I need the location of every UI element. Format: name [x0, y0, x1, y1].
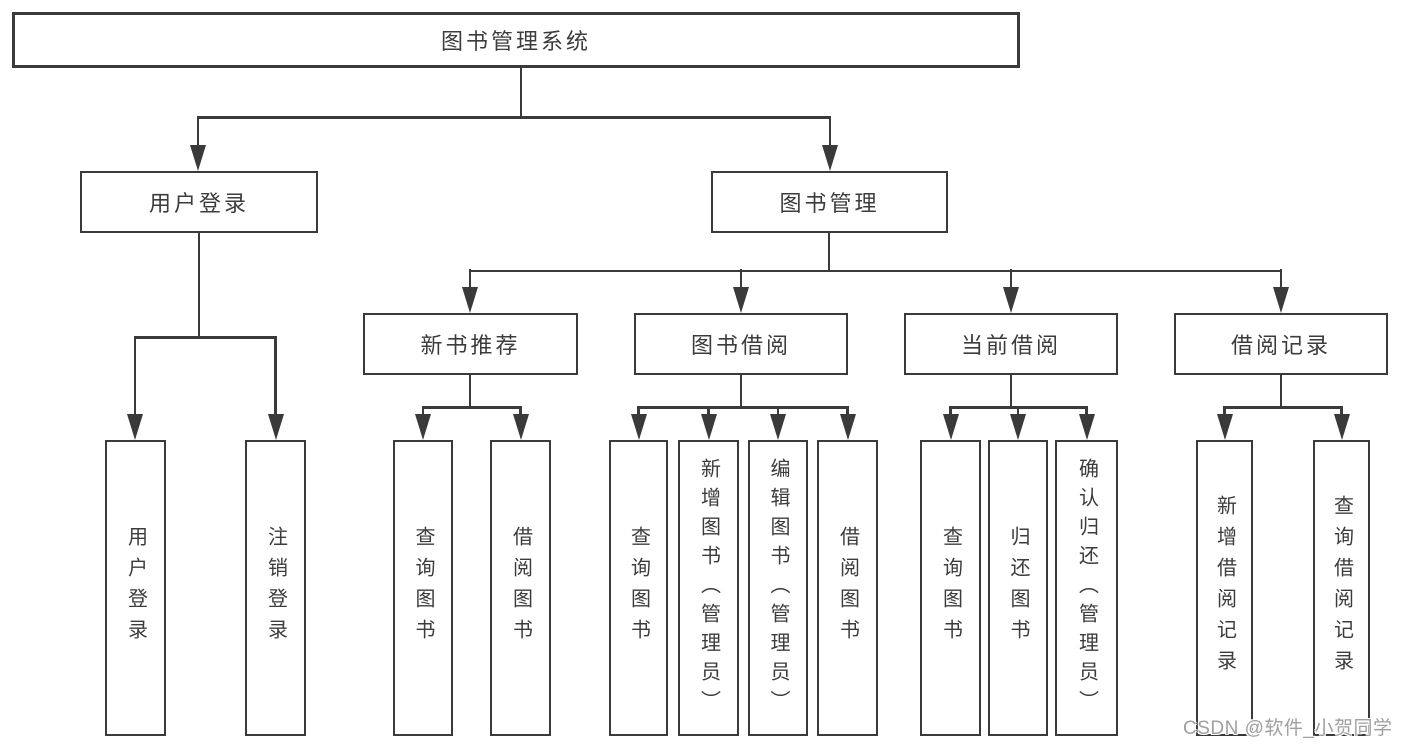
connector-line: [519, 406, 522, 416]
connector-line: [1279, 269, 1283, 288]
leaf-logout: 注销登录: [245, 440, 306, 736]
arrow-down-icon: [267, 414, 284, 440]
node-book-management-label: 图书管理: [779, 191, 880, 216]
node-root-label: 图书管理系统: [440, 29, 591, 54]
arrow-down-icon: [942, 414, 959, 440]
leaf-records-add: 新增借阅记录: [1196, 440, 1253, 736]
node-root: 图书管理系统: [12, 12, 1020, 68]
leaf-borrow-query: 查询图书: [609, 440, 668, 736]
connector-line: [468, 269, 1282, 272]
connector-line: [1223, 406, 1342, 409]
leaf-borrow-borrow: 借阅图书: [817, 440, 878, 736]
connector-line: [739, 374, 743, 408]
node-book-management: 图书管理: [711, 171, 948, 233]
arrow-down-icon: [415, 414, 431, 440]
connector-line: [1009, 374, 1013, 408]
connector-line: [519, 66, 523, 118]
leaf-borrow-edit: 编辑图书（管理员）: [748, 440, 808, 736]
leaf-current-query: 查询图书: [920, 440, 981, 736]
leaf-borrow-edit-label: 编辑图书（管理员）: [767, 457, 789, 719]
connector-line: [196, 116, 200, 147]
leaf-user-login: 用户登录: [105, 440, 166, 736]
arrow-down-icon: [190, 145, 206, 171]
connector-line: [828, 116, 832, 147]
connector-line: [133, 336, 277, 339]
leaf-borrow-add-label: 新增图书（管理员）: [697, 457, 720, 719]
node-book-borrow-label: 图书借阅: [690, 333, 791, 358]
connector-line: [827, 232, 831, 272]
connector-line: [1016, 406, 1020, 416]
arrow-down-icon: [1078, 414, 1095, 440]
connector-line: [846, 406, 849, 416]
node-current-borrow: 当前借阅: [904, 313, 1118, 375]
connector-line: [196, 116, 831, 119]
leaf-current-return: 归还图书: [988, 440, 1048, 736]
leaf-user-login-label: 用户登录: [124, 526, 147, 650]
leaf-current-confirm: 确认归还（管理员）: [1055, 440, 1118, 736]
connector-line: [1085, 406, 1088, 416]
node-book-borrow: 图书借阅: [634, 313, 848, 375]
arrow-down-icon: [1003, 287, 1019, 313]
connector-line: [133, 336, 137, 416]
connector-line: [739, 269, 743, 288]
arrow-down-icon: [127, 414, 143, 440]
arrow-down-icon: [733, 287, 749, 313]
leaf-borrow-borrow-label: 借阅图书: [836, 526, 859, 650]
node-user-login: 用户登录: [80, 171, 318, 233]
arrow-down-icon: [822, 145, 838, 171]
leaf-records-query: 查询借阅记录: [1313, 440, 1370, 736]
connector-line: [421, 406, 522, 409]
arrow-down-icon: [512, 414, 529, 440]
connector-line: [949, 406, 952, 416]
arrow-down-icon: [1216, 414, 1233, 440]
leaf-newbook-query-label: 查询图书: [412, 526, 434, 650]
leaf-newbook-borrow-label: 借阅图书: [509, 526, 532, 650]
connector-line: [468, 374, 472, 408]
connector-line: [1223, 406, 1226, 416]
arrow-down-icon: [700, 414, 717, 440]
connector-line: [274, 336, 277, 416]
connector-line: [421, 406, 425, 416]
node-borrow-records: 借阅记录: [1174, 313, 1388, 375]
arrow-down-icon: [1273, 287, 1289, 313]
csdn-watermark: CSDN @软件_小贺同学: [1183, 718, 1393, 739]
connector-line: [1340, 406, 1343, 416]
node-new-book-recommend-label: 新书推荐: [420, 333, 521, 358]
arrow-down-icon: [1333, 414, 1350, 440]
node-user-login-label: 用户登录: [148, 191, 249, 216]
leaf-newbook-query: 查询图书: [393, 440, 453, 736]
arrow-down-icon: [630, 414, 647, 440]
connector-line: [468, 269, 472, 288]
connector-line: [707, 406, 710, 416]
leaf-current-return-label: 归还图书: [1007, 526, 1029, 650]
node-new-book-recommend: 新书推荐: [363, 313, 578, 375]
leaf-borrow-query-label: 查询图书: [627, 526, 650, 650]
leaf-records-query-label: 查询借阅记录: [1330, 495, 1353, 681]
arrow-down-icon: [770, 414, 786, 440]
connector-line: [637, 406, 848, 409]
arrow-down-icon: [839, 414, 856, 440]
leaf-current-confirm-label: 确认归还（管理员）: [1075, 457, 1098, 719]
leaf-logout-label: 注销登录: [264, 526, 287, 650]
leaf-records-add-label: 新增借阅记录: [1213, 495, 1236, 681]
connector-line: [197, 232, 201, 338]
connector-line: [776, 406, 780, 416]
arrow-down-icon: [462, 287, 478, 313]
node-borrow-records-label: 借阅记录: [1230, 333, 1331, 358]
leaf-newbook-borrow: 借阅图书: [490, 440, 551, 736]
arrow-down-icon: [1010, 414, 1026, 440]
leaf-borrow-add: 新增图书（管理员）: [678, 440, 739, 736]
node-current-borrow-label: 当前借阅: [960, 333, 1061, 358]
connector-line: [637, 406, 640, 416]
connector-line: [1009, 269, 1013, 288]
leaf-current-query-label: 查询图书: [939, 526, 962, 650]
connector-line: [1279, 374, 1283, 408]
